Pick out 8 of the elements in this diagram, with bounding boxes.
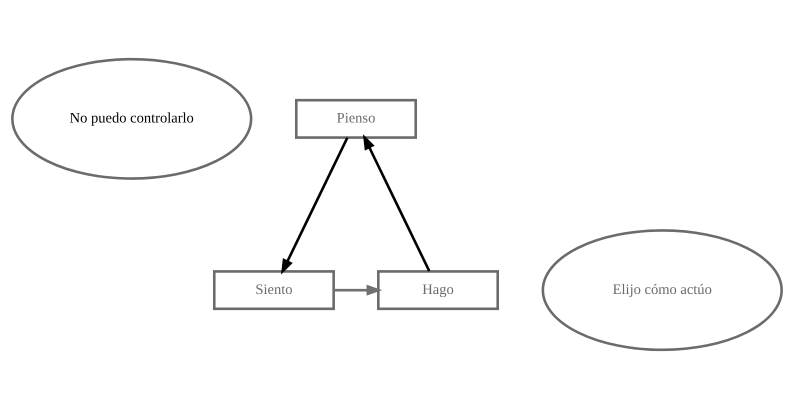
arrow <box>334 284 382 296</box>
arrow <box>362 134 430 272</box>
node-box: Hago <box>377 270 499 310</box>
node-box: Siento <box>212 270 335 310</box>
arrow <box>281 137 349 275</box>
node-ellipse: No puedo controlarlo <box>11 58 252 180</box>
node-ellipse: Elijo cómo actúo <box>542 229 783 352</box>
node-box: Pienso <box>295 98 417 139</box>
